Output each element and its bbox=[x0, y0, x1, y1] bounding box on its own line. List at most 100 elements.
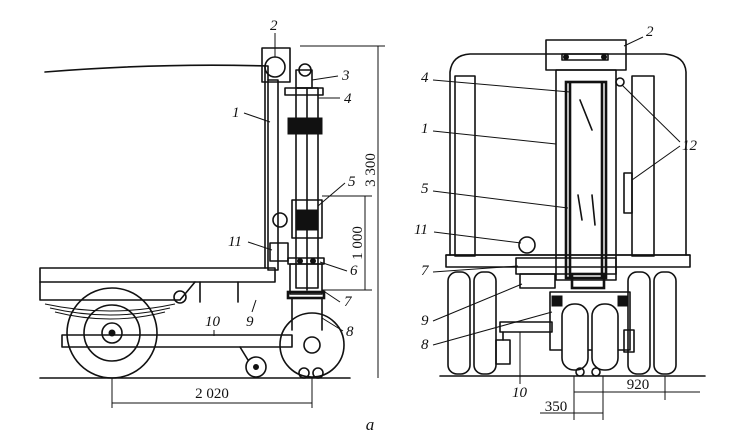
base-frame-pad-left bbox=[551, 295, 563, 307]
label-6-left: 6 bbox=[350, 263, 358, 279]
upper-carriage-block bbox=[287, 117, 323, 135]
base-frame-rear bbox=[549, 291, 631, 351]
plate-bolt-1 bbox=[297, 258, 303, 264]
van-side-left bbox=[454, 75, 476, 257]
plate-bolt-2 bbox=[310, 258, 316, 264]
carriage-block bbox=[291, 199, 323, 239]
leader-8-right bbox=[432, 311, 553, 346]
label-7-left: 7 bbox=[344, 294, 353, 310]
label-10-left: 10 bbox=[205, 314, 221, 330]
top-bolt-1 bbox=[563, 54, 569, 60]
rear-wheel-left-2 bbox=[473, 271, 497, 375]
support-roller-2 bbox=[312, 367, 324, 379]
rear-view-labels: 2 4 1 12 5 11 7 9 8 10 bbox=[414, 24, 698, 401]
van-chassis bbox=[445, 254, 691, 268]
leader-8-left bbox=[321, 317, 344, 332]
van-roof-line bbox=[44, 64, 269, 81]
top-box-rear bbox=[545, 39, 627, 71]
rear-wheel-right-1 bbox=[627, 271, 651, 375]
castor-wheel bbox=[245, 356, 267, 378]
label-3-left: 3 bbox=[341, 68, 350, 84]
label-11-left: 11 bbox=[228, 234, 242, 250]
castor-fork bbox=[239, 346, 249, 361]
coupling-hitch bbox=[173, 290, 187, 304]
mast-outer-rear bbox=[555, 69, 617, 281]
rear-view bbox=[439, 39, 706, 377]
label-12-right: 12 bbox=[682, 138, 698, 154]
trailer-wheel-hub bbox=[101, 322, 123, 344]
leader-11-right bbox=[433, 231, 522, 244]
leader-3-left bbox=[311, 75, 339, 81]
mast-lever-2 bbox=[577, 194, 583, 221]
top-box-slot bbox=[561, 53, 609, 61]
rear-view-dimensions: 350 920 bbox=[540, 376, 700, 420]
label-7-right: 7 bbox=[421, 263, 430, 279]
leader-6-left bbox=[319, 261, 348, 272]
platform-arm bbox=[519, 273, 556, 289]
leader-5-right bbox=[432, 190, 569, 209]
drive-wheel-hub bbox=[303, 336, 321, 354]
control-box bbox=[269, 242, 289, 262]
tow-bar-rear bbox=[499, 321, 553, 333]
leader-9-left bbox=[251, 299, 257, 313]
label-10-right: 10 bbox=[512, 385, 528, 401]
van-side-right bbox=[631, 75, 655, 257]
label-11-right: 11 bbox=[414, 222, 428, 238]
leader-11-left bbox=[247, 241, 273, 251]
trailer-frame bbox=[39, 281, 196, 301]
leader-5-left bbox=[317, 182, 346, 207]
leader-1-left bbox=[243, 112, 271, 123]
leaf-spring bbox=[44, 303, 176, 320]
label-8-left: 8 bbox=[346, 324, 354, 340]
dim-3300: 3 300 bbox=[363, 153, 379, 187]
label-1-right: 1 bbox=[421, 121, 429, 137]
leader-7-left bbox=[321, 289, 341, 303]
roller-rear-2 bbox=[591, 367, 601, 377]
mast-frame bbox=[267, 79, 279, 271]
dim-920: 920 bbox=[627, 377, 650, 393]
lift-base bbox=[289, 263, 323, 295]
leader-9-right bbox=[432, 283, 523, 322]
leader-4-right bbox=[432, 79, 571, 93]
top-head bbox=[295, 69, 313, 89]
label-2-left: 2 bbox=[270, 18, 278, 34]
label-1-left: 1 bbox=[232, 105, 240, 121]
platform-foot-rear bbox=[570, 272, 606, 290]
support-roller-1 bbox=[298, 367, 310, 379]
label-5-left: 5 bbox=[348, 174, 356, 190]
rear-wheel-left-1 bbox=[447, 271, 471, 375]
base-foot bbox=[286, 290, 326, 300]
carriage-inner bbox=[295, 209, 319, 231]
label-9-right: 9 bbox=[421, 313, 429, 329]
label-4-left: 4 bbox=[344, 91, 352, 107]
top-sheave bbox=[298, 63, 312, 77]
rear-wheel-right-2 bbox=[653, 271, 677, 375]
base-frame-pad-right bbox=[617, 295, 629, 307]
trailer-platform bbox=[39, 267, 276, 283]
label-9-left: 9 bbox=[246, 314, 254, 330]
label-5-right: 5 bbox=[421, 181, 429, 197]
mast-inner-rear bbox=[564, 80, 608, 280]
label-2-right: 2 bbox=[646, 24, 654, 40]
drive-wheel-rear-2 bbox=[591, 303, 619, 371]
hand-wheel-rear bbox=[518, 236, 536, 254]
castor-axle bbox=[253, 364, 259, 370]
mast-brace bbox=[579, 99, 593, 131]
side-view bbox=[39, 47, 351, 379]
drive-wheel-rear-1 bbox=[561, 303, 589, 371]
roller-rear-1 bbox=[575, 367, 585, 377]
motor-box bbox=[261, 47, 291, 83]
drive-wheel bbox=[279, 312, 345, 378]
dim-2020: 2 020 bbox=[195, 386, 229, 402]
trailer-wheel-rim bbox=[83, 304, 141, 362]
mast-lever bbox=[591, 194, 596, 226]
leader-1-right bbox=[432, 130, 557, 145]
dim-1000: 1 000 bbox=[350, 226, 366, 260]
top-bolt-2 bbox=[601, 54, 607, 60]
figure-caption: a bbox=[366, 415, 375, 434]
side-view-labels: 2 3 4 1 5 11 6 7 8 9 10 bbox=[205, 18, 358, 340]
leader-12-right-b bbox=[631, 145, 681, 181]
hand-wheel bbox=[272, 212, 288, 228]
side-view-dimensions: 3 300 1 000 2 020 bbox=[111, 45, 385, 408]
